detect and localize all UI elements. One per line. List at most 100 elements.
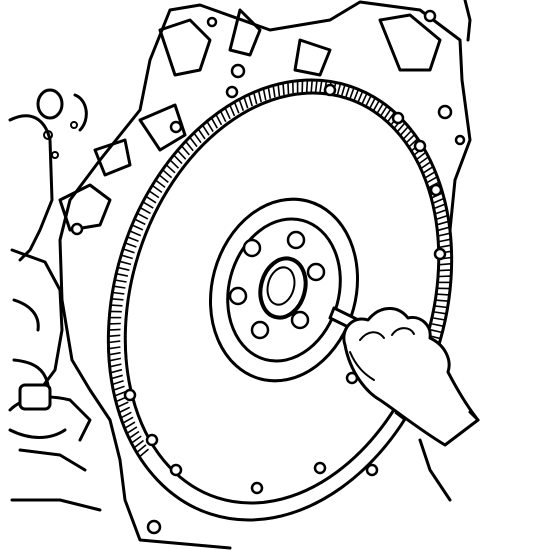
gear-tooth bbox=[439, 262, 452, 266]
gear-tooth bbox=[176, 149, 187, 160]
gear-tooth bbox=[432, 197, 445, 204]
gear-tooth bbox=[437, 226, 450, 232]
gear-tooth bbox=[376, 102, 384, 114]
gear-tooth bbox=[434, 311, 447, 315]
gear-tooth bbox=[108, 328, 121, 331]
flywheel-outer-holes bbox=[123, 83, 447, 495]
gear-tooth bbox=[131, 435, 142, 444]
gear-tooth bbox=[436, 299, 449, 302]
gear-tooth bbox=[262, 88, 267, 101]
gear-tooth bbox=[142, 201, 154, 209]
gear-tooth bbox=[120, 411, 132, 419]
gear-tooth bbox=[169, 159, 180, 169]
gear-tooth bbox=[210, 117, 218, 129]
gear-tooth bbox=[116, 272, 129, 277]
gear-tooth bbox=[437, 293, 450, 296]
gear-tooth bbox=[126, 426, 138, 435]
gear-tooth bbox=[110, 304, 123, 307]
gear-tooth bbox=[161, 169, 173, 179]
gear-tooth bbox=[193, 132, 202, 144]
gear-tooth bbox=[108, 351, 121, 356]
gear-tooth bbox=[319, 80, 323, 93]
gear-tooth bbox=[113, 285, 126, 289]
gear-tooth bbox=[282, 82, 285, 96]
gear-tooth bbox=[434, 203, 446, 210]
gear-tooth bbox=[155, 179, 166, 189]
gear-tooth bbox=[122, 248, 135, 254]
gear-tooth bbox=[430, 329, 443, 334]
gear-tooth bbox=[119, 260, 132, 266]
gear-tooth bbox=[267, 86, 272, 99]
gear-tooth bbox=[124, 242, 137, 248]
gear-tooth bbox=[424, 171, 436, 179]
gear-tooth bbox=[151, 184, 163, 194]
gear-tooth bbox=[438, 238, 451, 243]
gear-tooth bbox=[277, 84, 281, 97]
gear-tooth bbox=[219, 110, 227, 123]
gear-tooth bbox=[379, 105, 388, 117]
gear-tooth bbox=[201, 124, 210, 136]
gear-tooth bbox=[252, 92, 258, 105]
gear-tooth bbox=[361, 92, 368, 105]
gear-tooth bbox=[257, 90, 262, 103]
gear-tooth bbox=[345, 85, 351, 98]
gear-tooth bbox=[139, 206, 151, 215]
gear-tooth bbox=[416, 151, 427, 161]
gear-tooth bbox=[110, 374, 123, 380]
gear-tooth bbox=[148, 190, 160, 199]
gear-tooth bbox=[224, 107, 231, 120]
gear-tooth bbox=[184, 140, 194, 152]
hub-bolt-hole bbox=[228, 286, 248, 306]
gear-tooth bbox=[108, 346, 121, 350]
gear-tooth bbox=[206, 120, 214, 133]
gear-tooth bbox=[431, 323, 444, 328]
gear-tooth bbox=[173, 154, 183, 165]
hub-bolt-hole bbox=[290, 310, 310, 330]
gear-tooth bbox=[238, 99, 245, 111]
hub-bolt-hole bbox=[286, 230, 306, 250]
gear-tooth bbox=[136, 444, 147, 454]
gear-tooth bbox=[108, 340, 121, 344]
gear-tooth bbox=[433, 317, 446, 321]
gear-tooth bbox=[110, 368, 123, 374]
gear-tooth bbox=[353, 89, 360, 101]
gear-tooth bbox=[111, 298, 124, 301]
gear-tooth bbox=[336, 83, 342, 96]
gear-tooth bbox=[136, 212, 149, 220]
gear-tooth bbox=[243, 96, 249, 109]
gear-tooth bbox=[437, 220, 450, 226]
gear-tooth bbox=[402, 129, 413, 140]
gear-tooth bbox=[229, 104, 236, 117]
gear-tooth bbox=[122, 416, 134, 424]
gear-tooth bbox=[109, 363, 122, 368]
crank-hub bbox=[208, 197, 360, 383]
gear-tooth bbox=[120, 254, 133, 260]
gear-tooth bbox=[108, 334, 121, 338]
gear-tooth bbox=[134, 218, 146, 226]
gear-tooth bbox=[357, 90, 364, 103]
gear-tooth bbox=[272, 85, 276, 98]
gear-tooth bbox=[114, 390, 126, 397]
gear-tooth bbox=[426, 176, 438, 184]
hub-bolt-hole bbox=[306, 262, 326, 282]
gear-tooth bbox=[128, 430, 140, 439]
gear-tooth bbox=[396, 122, 406, 133]
gear-tooth bbox=[180, 145, 191, 156]
gear-tooth bbox=[439, 244, 452, 249]
gear-tooth bbox=[113, 385, 125, 392]
gear-tooth bbox=[399, 125, 409, 136]
hub-bolt-hole bbox=[250, 320, 270, 340]
gear-tooth bbox=[436, 214, 449, 220]
engine-block bbox=[8, 88, 112, 512]
gear-tooth bbox=[439, 269, 452, 272]
gear-tooth bbox=[114, 279, 127, 283]
gear-tooth bbox=[215, 113, 223, 126]
gear-tooth bbox=[365, 95, 372, 107]
gear-tooth bbox=[372, 100, 380, 112]
gear-tooth bbox=[109, 357, 122, 362]
gear-tooth bbox=[394, 411, 405, 421]
gear-tooth bbox=[305, 80, 309, 93]
gear-tooth bbox=[118, 406, 131, 414]
gear-tooth bbox=[314, 80, 318, 93]
